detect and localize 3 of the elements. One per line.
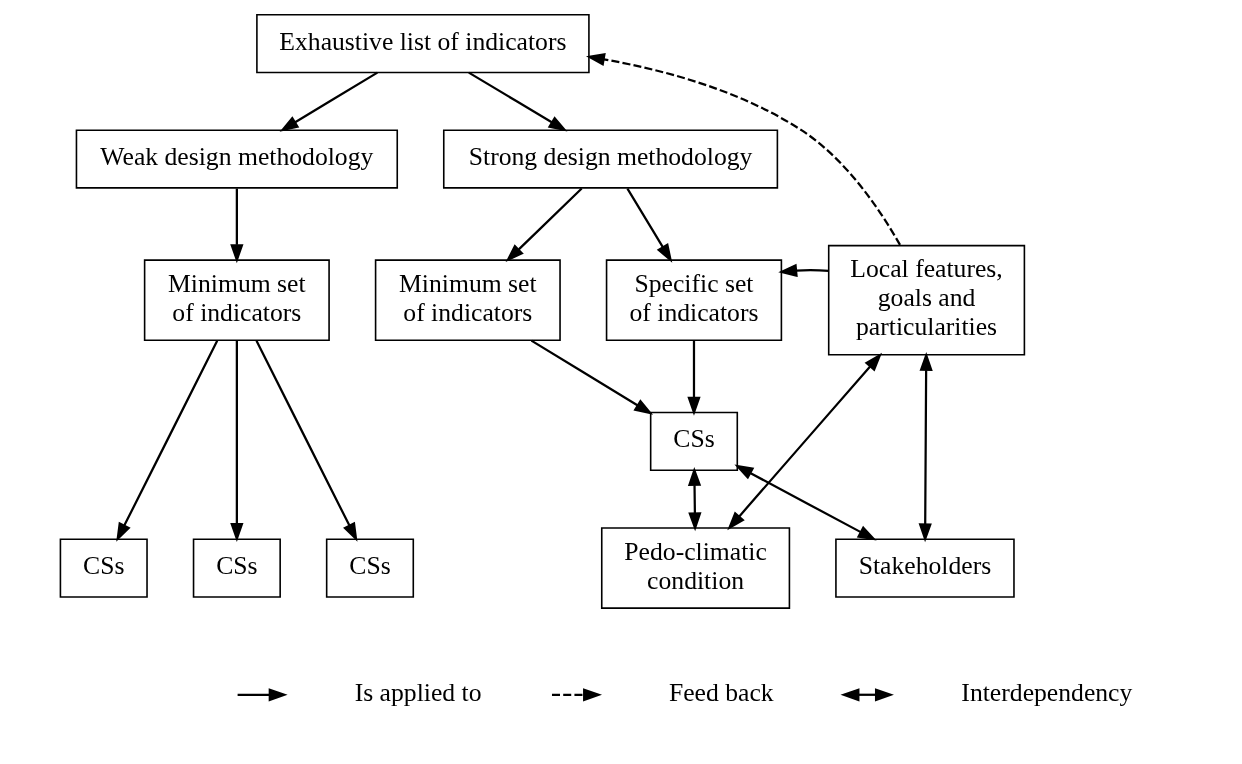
legend-label: Is applied to (354, 677, 482, 707)
legend-label: Interdependency (961, 677, 1133, 707)
legend-label: Feed back (668, 677, 774, 707)
